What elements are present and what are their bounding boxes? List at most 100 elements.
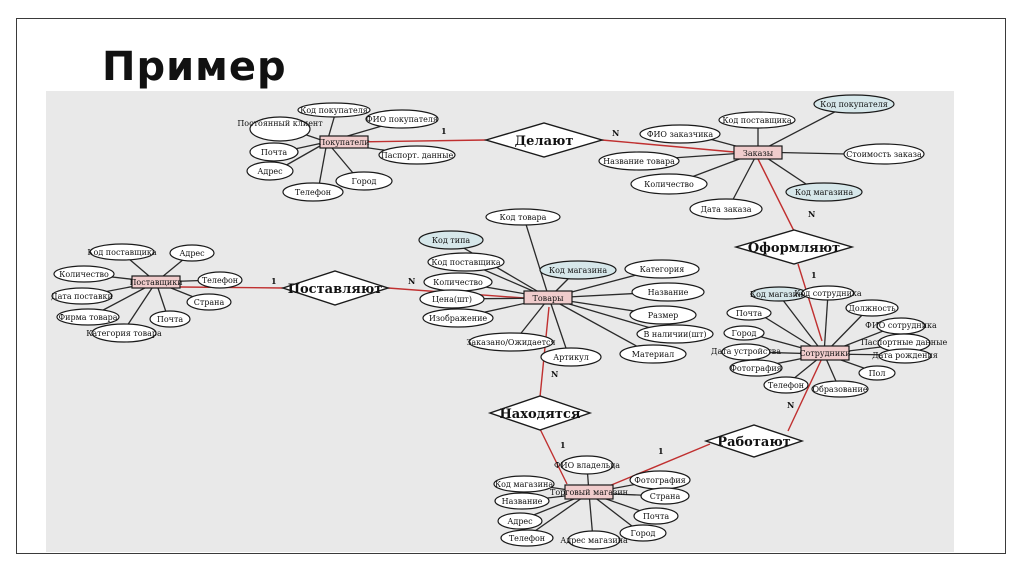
svg-text:ФИО заказчика: ФИО заказчика: [647, 130, 714, 139]
attribute: Паспорт. данные: [378, 145, 456, 165]
attribute: Код магазина: [493, 475, 555, 493]
svg-text:Код магазина: Код магазина: [495, 480, 553, 489]
card-mag-rabotayut: 1: [658, 446, 664, 456]
attribute: Телефон: [282, 182, 344, 202]
attribute: Телефон: [763, 376, 809, 394]
svg-text:Заказы: Заказы: [743, 149, 774, 158]
card-postavlyayut-tov: N: [408, 276, 415, 286]
attribute: Дата заказа: [689, 198, 763, 220]
svg-text:Адрес: Адрес: [257, 167, 283, 176]
svg-text:Код товара: Код товара: [500, 213, 547, 222]
attribute: Постоянный клиент: [237, 116, 323, 142]
card-rabotayut-sotr: N: [787, 400, 794, 410]
relationship-oformlyayut: Оформляют: [733, 229, 855, 265]
attribute: Фотография: [729, 359, 783, 377]
svg-text:Название: Название: [502, 497, 543, 506]
link-oformlyayut-sotr: [797, 263, 823, 342]
link-post-postavlyayut: [179, 286, 284, 289]
svg-text:Размер: Размер: [648, 311, 679, 320]
svg-text:Фотография: Фотография: [730, 364, 781, 373]
svg-text:Делают: Делают: [515, 134, 574, 149]
svg-text:Сотрудники: Сотрудники: [799, 349, 850, 358]
attribute: Пол: [858, 365, 896, 381]
attribute: Материал: [619, 344, 687, 364]
attribute: Артикул: [540, 347, 602, 367]
attribute: Название: [494, 492, 550, 510]
attribute: ФИО сотрудника: [865, 317, 937, 335]
svg-text:Постоянный клиент: Постоянный клиент: [237, 119, 323, 128]
attribute: Код поставщика: [87, 243, 157, 261]
svg-text:Товары: Товары: [533, 294, 565, 303]
svg-text:В наличии(шт): В наличии(шт): [644, 330, 707, 339]
card-tov-nakhodyatsya: N: [551, 369, 558, 379]
attribute: Страна: [640, 487, 690, 505]
attributes-magazin: ФИО владельца Код магазина Фотография На…: [493, 455, 691, 550]
attribute: ФИО заказчика: [639, 124, 721, 144]
svg-text:Поставляют: Поставляют: [288, 282, 383, 297]
attribute: ФИО покупателя: [365, 109, 439, 129]
svg-text:Телефон: Телефон: [295, 188, 331, 197]
attribute: Почта: [149, 310, 191, 328]
svg-text:Код поставщика: Код поставщика: [722, 116, 792, 125]
attribute: Фирма товара: [56, 308, 120, 326]
svg-text:ФИО владельца: ФИО владельца: [554, 461, 620, 470]
attribute: Образование: [811, 380, 869, 398]
svg-text:Находятся: Находятся: [500, 407, 581, 422]
attribute: Код сотрудника: [794, 285, 862, 301]
attribute: Город: [335, 171, 393, 191]
attribute: Код товара: [485, 208, 561, 226]
svg-text:Образование: Образование: [812, 385, 867, 394]
svg-text:Стоимость заказа: Стоимость заказа: [846, 150, 922, 159]
attribute: Город: [619, 524, 667, 542]
entity-magazin: Торговый магазин: [550, 484, 628, 500]
attribute: Почта: [726, 305, 772, 321]
svg-text:Город: Город: [352, 177, 377, 186]
entity-postavshchiki: Поставщики: [129, 275, 183, 289]
attribute: Адрес: [497, 512, 543, 530]
attribute: Количество: [53, 265, 115, 283]
diagram-background: [46, 91, 954, 552]
card-zak-oformlyayut: N: [808, 209, 815, 219]
attributes-pokupateli: Код покупателя Постоянный клиент ФИО пок…: [237, 102, 456, 202]
attribute: Код покупателя: [813, 94, 895, 114]
svg-text:Изображение: Изображение: [429, 314, 488, 323]
svg-text:Телефон: Телефон: [768, 381, 804, 390]
svg-text:Заказано/Ожидается: Заказано/Ожидается: [466, 338, 555, 347]
link-mag-rabotayut: [608, 443, 711, 487]
svg-text:Пол: Пол: [869, 369, 886, 378]
card-delayut-zak: N: [612, 128, 619, 138]
slide-title: Пример: [102, 44, 287, 90]
svg-text:Артикул: Артикул: [553, 353, 589, 362]
svg-text:Почта: Почта: [261, 148, 288, 157]
attribute: Адрес магазина: [560, 530, 628, 550]
svg-text:Код типа: Код типа: [432, 236, 471, 245]
attribute: Почта: [633, 507, 679, 525]
card-post-postavlyayut: 1: [271, 276, 277, 286]
svg-text:Название: Название: [648, 288, 689, 297]
svg-text:Цена(шт): Цена(шт): [432, 295, 472, 304]
attribute: Стоимость заказа: [843, 143, 925, 165]
relationship-nakhodyatsya: Находятся: [487, 395, 593, 431]
attribute: Дата рождения: [872, 348, 938, 364]
svg-text:Код поставщика: Код поставщика: [87, 248, 157, 257]
svg-text:Покупатели: Покупатели: [318, 138, 369, 147]
svg-text:Код магазина: Код магазина: [795, 188, 853, 197]
svg-text:Фотография: Фотография: [634, 476, 685, 485]
svg-text:Дата поставки: Дата поставки: [51, 292, 113, 301]
svg-text:Город: Город: [631, 529, 656, 538]
svg-text:Телефон: Телефон: [202, 276, 238, 285]
svg-text:Дата заказа: Дата заказа: [700, 205, 751, 214]
svg-text:Почта: Почта: [643, 512, 670, 521]
er-diagram-svg: Код покупателя Постоянный клиент ФИО пок…: [46, 91, 954, 552]
svg-text:Почта: Почта: [157, 315, 184, 324]
entity-sotrudniki: Сотрудники: [799, 345, 851, 361]
entity-pokupateli: Покупатели: [318, 135, 370, 149]
card-nakhodyatsya-mag: 1: [560, 440, 566, 450]
svg-text:Должность: Должность: [848, 304, 896, 313]
svg-text:Код магазина: Код магазина: [750, 290, 808, 299]
attribute: Заказано/Ожидается: [466, 332, 556, 352]
svg-text:Адрес: Адрес: [507, 517, 533, 526]
er-diagram: Код покупателя Постоянный клиент ФИО пок…: [46, 91, 954, 552]
svg-text:Количество: Количество: [433, 278, 483, 287]
link-nakhodyatsya-mag: [539, 428, 568, 485]
